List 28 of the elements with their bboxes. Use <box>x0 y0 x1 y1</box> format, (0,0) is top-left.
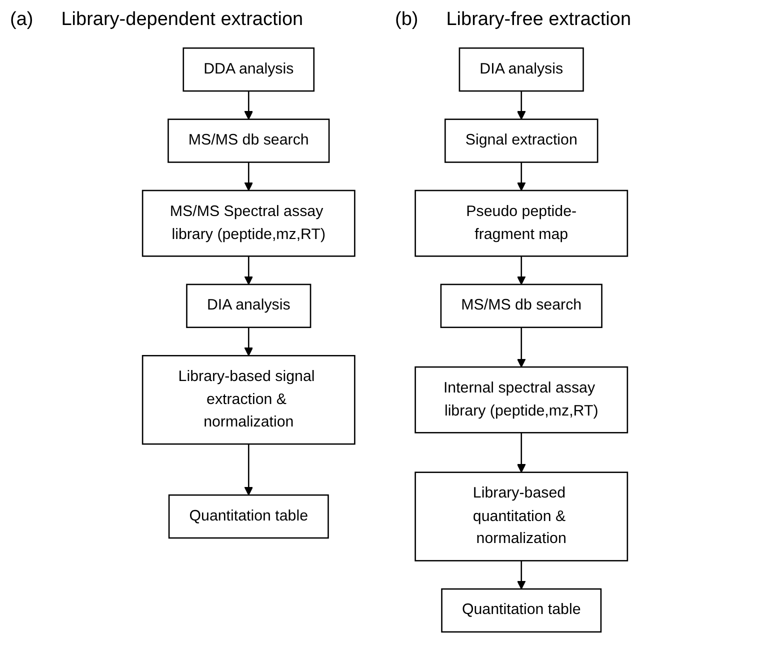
panel-letter: (b) <box>395 9 418 31</box>
panel-letter: (a) <box>10 9 34 31</box>
panel-title: Library-free extraction <box>446 9 632 31</box>
node-box: DIA analysis <box>186 284 312 328</box>
arrow <box>516 327 526 368</box>
node-box: Quantitation table <box>441 588 602 633</box>
arrow <box>516 256 526 285</box>
node-box: MS/MS db search <box>168 118 330 163</box>
arrow <box>244 444 254 496</box>
arrow <box>516 560 526 590</box>
node-box: Quantitation table <box>168 494 329 539</box>
node-box: DDA analysis <box>182 47 315 92</box>
node-box: MS/MS Spectral assay library (peptide,mz,RT) <box>142 190 356 257</box>
node-box: Pseudo peptide-fragment map <box>414 190 628 257</box>
arrow <box>516 91 526 120</box>
arrow <box>244 91 254 120</box>
arrow <box>516 432 526 473</box>
node-box: Signal extraction <box>444 118 598 163</box>
panel-title: Library-dependent extraction <box>61 9 304 31</box>
node-box: Library-based quantitation & normalization <box>414 472 628 562</box>
node-box: Internal spectral assay library (peptide,mz,RT) <box>414 366 628 434</box>
node-box: Library-based signal extraction & normalization <box>142 355 356 445</box>
node-box: DIA analysis <box>458 47 584 92</box>
arrow <box>244 327 254 356</box>
arrow <box>516 162 526 191</box>
arrow <box>244 162 254 191</box>
arrow <box>244 256 254 285</box>
node-box: MS/MS db search <box>440 284 602 328</box>
